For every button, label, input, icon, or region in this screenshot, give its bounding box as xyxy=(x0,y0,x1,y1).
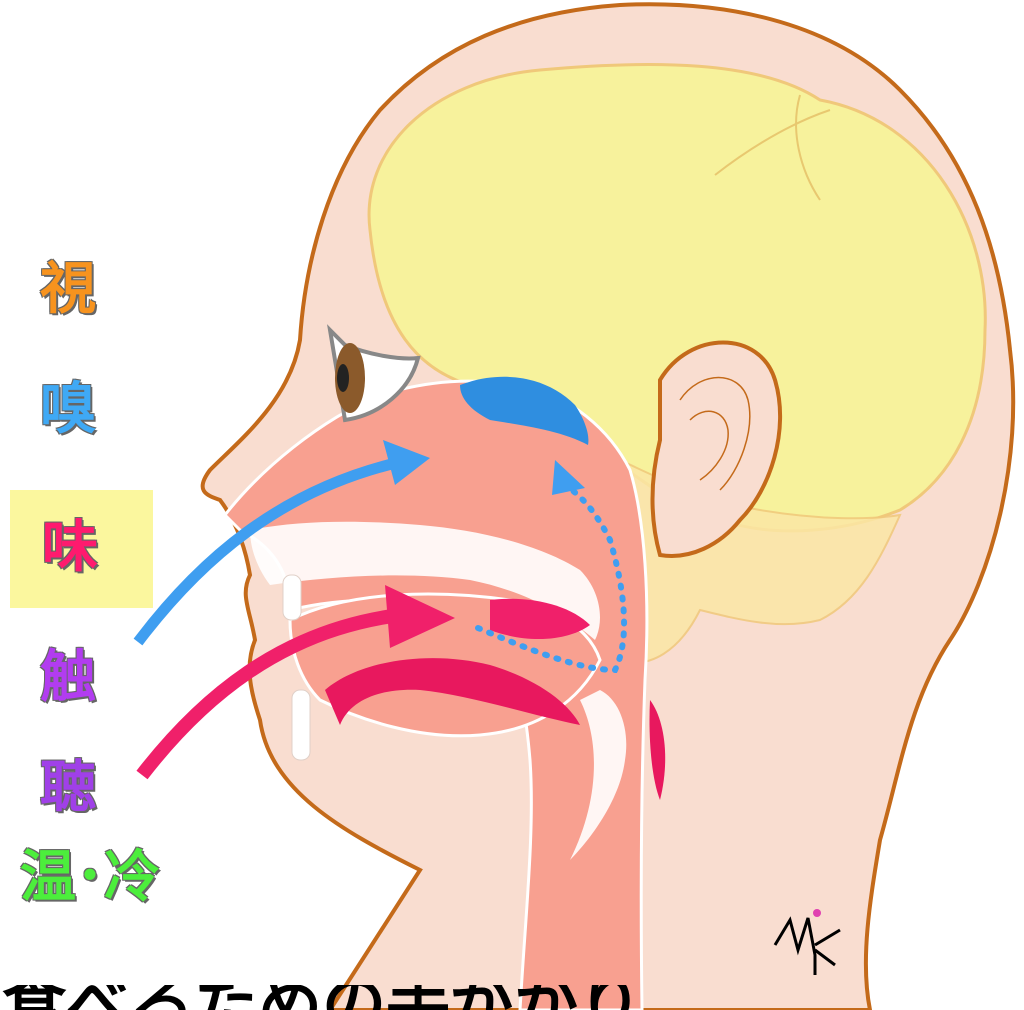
sense-label-temperature: 温･冷 xyxy=(20,850,160,906)
sense-label-smell: 嗅 xyxy=(40,382,96,438)
sense-label-touch: 触 xyxy=(40,650,96,706)
sense-label-hearing: 聴 xyxy=(40,760,96,816)
upper-teeth xyxy=(283,575,301,620)
lower-teeth xyxy=(292,690,310,760)
caption: 食べるための手がかり xyxy=(0,985,1024,1010)
sense-label-vision: 視 xyxy=(40,262,96,318)
caption-text: 食べるための手がかり xyxy=(2,985,642,1010)
sense-label-taste: 味 xyxy=(42,520,98,576)
